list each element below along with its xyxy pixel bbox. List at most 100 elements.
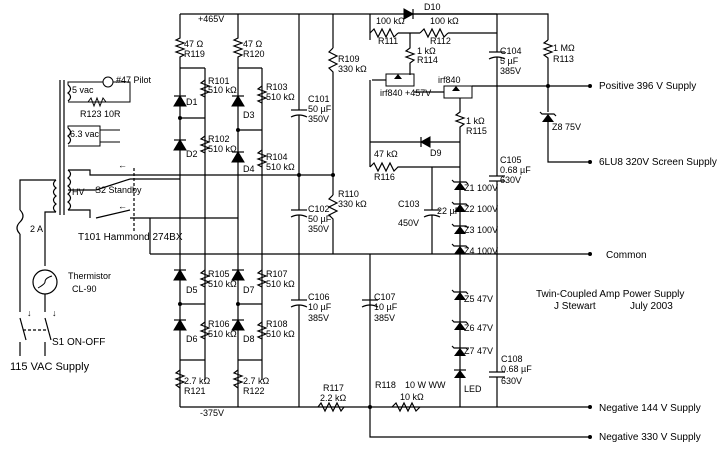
hv-wire-top — [68, 169, 180, 176]
output-negative144-label: Negative 144 V Supply — [599, 403, 701, 414]
pilot-lamp-icon — [102, 76, 114, 88]
c105-value: 0.68 µF — [500, 165, 531, 175]
q2-arrow — [452, 86, 460, 91]
c104-voltage: 385V — [500, 66, 521, 76]
pilot-wire-left — [67, 81, 103, 85]
r104-label: R104 — [266, 152, 288, 162]
z2-bar — [451, 201, 469, 207]
c108-label: C108 — [501, 354, 523, 364]
z3-label: Z3 100V — [464, 225, 498, 235]
z7-zener — [454, 348, 466, 356]
r119-label: R119 — [184, 49, 205, 59]
c107-plate-bottom — [361, 304, 379, 308]
z6-label: Z6 47V — [464, 323, 493, 333]
standby-label: S2 Standby — [95, 185, 142, 195]
thermistor-part: CL-90 — [72, 284, 97, 294]
junction-right-lower — [236, 302, 240, 306]
r123-label: R123 10R — [80, 109, 121, 119]
transformer-label: T101 Hammond 274BX — [78, 232, 183, 243]
r111-label: R111 — [378, 36, 398, 46]
d9-label: D9 — [430, 148, 442, 158]
junction-left-mid — [178, 116, 182, 120]
r102-value: 510 kΩ — [208, 144, 237, 154]
r112-resistor — [419, 27, 449, 39]
r111-value: 100 kΩ — [376, 16, 405, 26]
d8-diode — [231, 319, 245, 331]
c105-label: C105 — [500, 155, 522, 165]
d3-label: D3 — [243, 110, 255, 120]
screen-supply-wire — [547, 122, 588, 163]
r113-value: 1 MΩ — [553, 43, 575, 53]
r113-resistor — [542, 39, 554, 86]
r117-label: R117 — [323, 383, 344, 393]
r117-value: 2.2 kΩ — [320, 393, 347, 403]
junction-mid-tap-r — [331, 173, 335, 177]
supply-label: 115 VAC Supply — [10, 361, 90, 373]
s1-arrow-right: ↓ — [52, 308, 57, 318]
primary-wire-bottom — [44, 211, 56, 266]
z5-label: Z5 47V — [464, 294, 493, 304]
r112-label: R112 — [430, 36, 451, 46]
r104-value: 510 kΩ — [266, 162, 295, 172]
d8-label: D8 — [243, 334, 255, 344]
r101-resistor — [199, 79, 211, 98]
d10-label: D10 — [424, 2, 441, 12]
z2-zener — [454, 204, 466, 212]
q1-label: irf840 — [380, 88, 403, 98]
c106-voltage: 385V — [308, 313, 329, 323]
r119-value: 47 Ω — [184, 39, 204, 49]
r115-resistor — [454, 98, 466, 140]
z1-zener — [454, 182, 466, 190]
z4-bar — [451, 243, 469, 249]
r117-resistor — [317, 401, 345, 413]
r101-value: 510 kΩ — [208, 85, 237, 95]
z4-zener — [454, 246, 466, 254]
q2-mosfet — [443, 85, 473, 99]
c107-value: 10 µF — [374, 302, 398, 312]
r109-value: 330 kΩ — [338, 64, 367, 74]
r122-value: 2.7 kΩ — [243, 376, 270, 386]
r118-ohms: 10 kΩ — [400, 392, 424, 402]
d1-diode — [173, 95, 187, 107]
z6-bar — [451, 319, 469, 325]
d2-label: D2 — [186, 149, 198, 159]
z2-label: Z2 100V — [464, 204, 498, 214]
d1-label: D1 — [186, 97, 198, 107]
title-author: J Stewart — [554, 301, 596, 312]
c106-label: C106 — [308, 292, 330, 302]
d5-diode — [173, 269, 187, 281]
negative330-wire — [369, 254, 590, 438]
c103-value: 22 µF — [437, 206, 461, 216]
c107-voltage: 385V — [374, 313, 395, 323]
d6-label: D6 — [186, 334, 198, 344]
c108-voltage: 630V — [501, 376, 522, 386]
rail-minus375-label: -375V — [200, 408, 224, 418]
z1-label: Z1 100V — [464, 183, 498, 193]
r121-label: R121 — [184, 386, 206, 396]
r107-resistor — [256, 269, 268, 288]
z3-zener — [454, 226, 466, 234]
r113-label: R113 — [553, 54, 574, 64]
heater-wire — [67, 125, 101, 147]
r107-value: 510 kΩ — [266, 279, 295, 289]
r105-resistor — [199, 269, 211, 288]
d2-diode — [173, 139, 187, 151]
r106-label: R106 — [208, 319, 230, 329]
z1-bar — [451, 179, 469, 185]
r104-resistor — [256, 149, 268, 168]
c105-voltage: 630V — [500, 175, 521, 185]
q2-label: irf840 — [438, 75, 461, 85]
hv-label: HV — [72, 187, 85, 197]
standby-arrow-1: ← — [118, 160, 127, 170]
z7-label: Z7 47V — [464, 346, 493, 356]
c104-value: 5 µF — [500, 56, 519, 66]
c102-label: C102 — [308, 204, 330, 214]
c101-voltage: 350V — [308, 114, 329, 124]
r114-resistor — [404, 33, 416, 75]
r103-label: R103 — [266, 82, 288, 92]
z5-zener — [454, 292, 466, 300]
r118-rating: 10 W WW — [405, 380, 446, 390]
hv-wire-bottom — [68, 209, 91, 218]
r116-resistor — [369, 161, 460, 173]
junction-r117-r118 — [368, 405, 372, 409]
